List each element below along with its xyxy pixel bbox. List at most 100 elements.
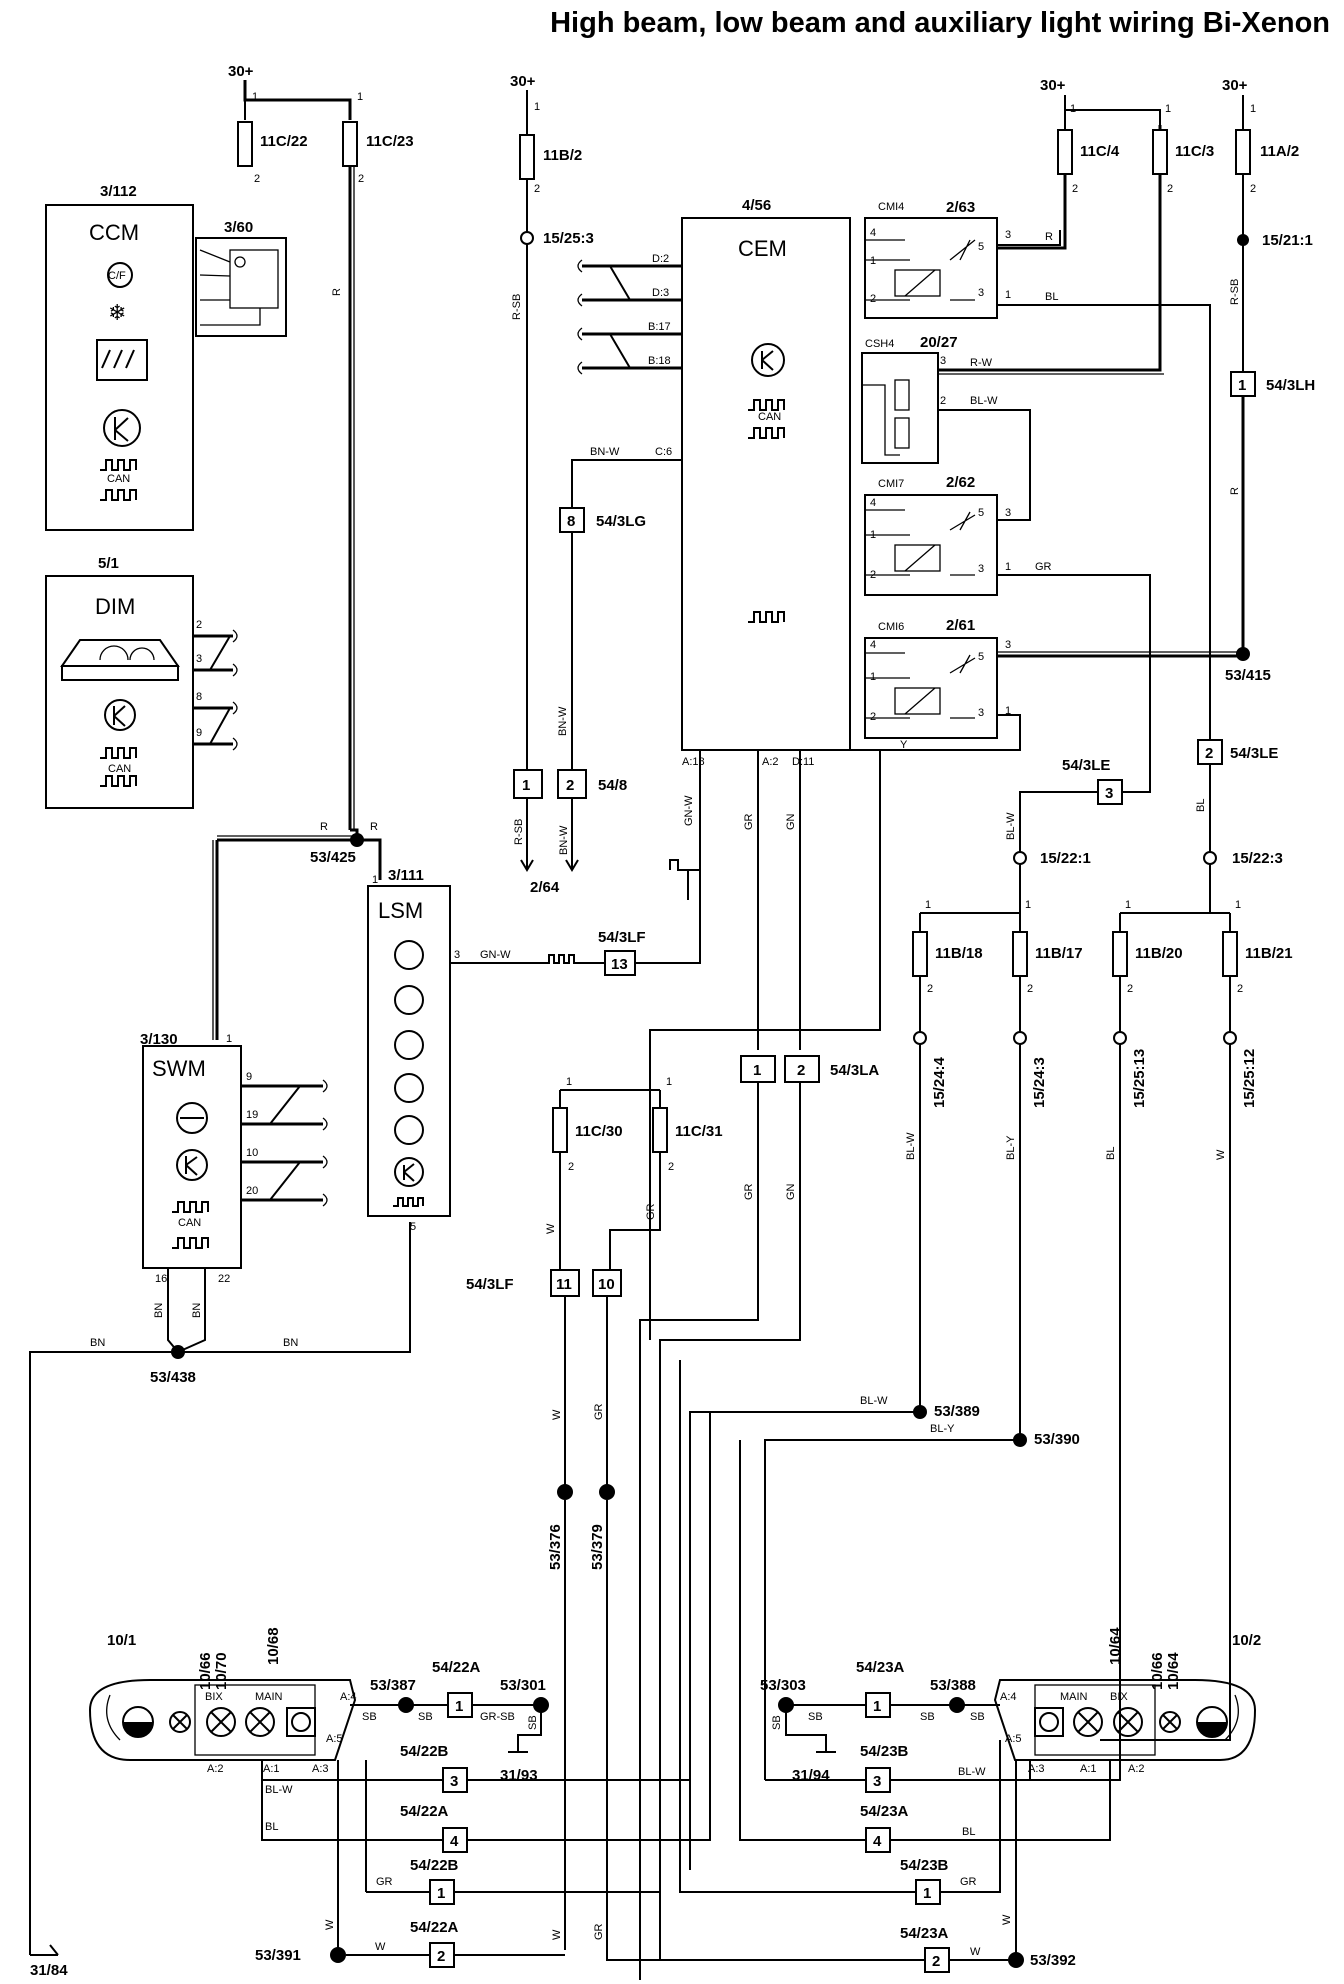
connector bbox=[592, 1269, 622, 1297]
svg-text:1: 1 bbox=[870, 529, 876, 541]
svg-text:A:5: A:5 bbox=[1005, 1733, 1022, 1745]
svg-text:A:4: A:4 bbox=[1000, 1691, 1017, 1703]
splice-dot bbox=[1008, 1952, 1024, 1968]
splice-dot bbox=[330, 1947, 346, 1963]
svg-text:1: 1 bbox=[873, 1698, 881, 1715]
svg-text:BN: BN bbox=[90, 1337, 105, 1349]
svg-text:GR: GR bbox=[1035, 561, 1052, 573]
svg-text:11C/4: 11C/4 bbox=[1080, 143, 1120, 160]
svg-text:4: 4 bbox=[450, 1833, 459, 1850]
svg-text:10/64: 10/64 bbox=[1107, 1627, 1124, 1665]
svg-text:9: 9 bbox=[196, 727, 202, 739]
svg-text:5: 5 bbox=[410, 1221, 416, 1233]
svg-text:3: 3 bbox=[978, 287, 984, 299]
svg-text:R-SB: R-SB bbox=[511, 294, 523, 320]
svg-text:2: 2 bbox=[437, 1948, 445, 1965]
svg-text:53/392: 53/392 bbox=[1030, 1952, 1076, 1969]
svg-text:BN-W: BN-W bbox=[558, 825, 570, 855]
svg-text:53/387: 53/387 bbox=[370, 1677, 416, 1694]
svg-text:11C/23: 11C/23 bbox=[366, 133, 414, 150]
svg-text:3: 3 bbox=[454, 949, 460, 961]
svg-text:54/22B: 54/22B bbox=[400, 1743, 449, 1760]
svg-text:8: 8 bbox=[567, 513, 575, 530]
svg-text:8: 8 bbox=[196, 691, 202, 703]
svg-text:20/27: 20/27 bbox=[920, 334, 958, 351]
svg-text:3: 3 bbox=[1105, 785, 1113, 802]
svg-text:SB: SB bbox=[920, 1711, 935, 1723]
svg-text:1: 1 bbox=[437, 1885, 445, 1902]
svg-text:3: 3 bbox=[978, 707, 984, 719]
svg-text:BL-W: BL-W bbox=[970, 395, 998, 407]
svg-text:2: 2 bbox=[1027, 983, 1033, 995]
svg-text:A:1: A:1 bbox=[263, 1763, 280, 1775]
dim-name: DIM bbox=[95, 594, 135, 619]
fuse bbox=[519, 134, 535, 180]
svg-text:A:1: A:1 bbox=[1080, 1763, 1097, 1775]
svg-text:GN: GN bbox=[785, 1183, 797, 1200]
connector bbox=[784, 1055, 820, 1083]
connector bbox=[559, 507, 585, 533]
svg-text:GN-W: GN-W bbox=[480, 949, 511, 961]
svg-text:3/60: 3/60 bbox=[224, 219, 253, 236]
svg-text:54/3LE: 54/3LE bbox=[1062, 757, 1110, 774]
left-headlamp-housing bbox=[88, 1679, 357, 1761]
svg-text:R-SB: R-SB bbox=[1229, 279, 1241, 305]
svg-text:54/22A: 54/22A bbox=[410, 1919, 459, 1936]
svg-text:2: 2 bbox=[870, 293, 876, 305]
svg-text:16: 16 bbox=[155, 1273, 167, 1285]
svg-text:GN: GN bbox=[785, 813, 797, 830]
relay bbox=[864, 217, 998, 319]
svg-text:10: 10 bbox=[246, 1147, 258, 1159]
svg-text:1: 1 bbox=[870, 671, 876, 683]
svg-text:MAIN: MAIN bbox=[1060, 1691, 1088, 1703]
swm-name: SWM bbox=[152, 1056, 206, 1081]
svg-text:R: R bbox=[1229, 487, 1241, 495]
svg-text:54/23A: 54/23A bbox=[860, 1803, 909, 1820]
svg-text:3: 3 bbox=[978, 563, 984, 575]
svg-text:1: 1 bbox=[1125, 899, 1131, 911]
svg-text:11: 11 bbox=[556, 1276, 572, 1293]
fuse bbox=[652, 1107, 668, 1153]
rear-defrost-icon bbox=[96, 339, 148, 381]
svg-text:R: R bbox=[370, 821, 378, 833]
svg-text:CAN: CAN bbox=[107, 473, 130, 485]
svg-text:11B/18: 11B/18 bbox=[935, 945, 983, 962]
svg-text:BN-W: BN-W bbox=[557, 706, 569, 736]
svg-text:C:6: C:6 bbox=[655, 446, 672, 458]
connector bbox=[1197, 739, 1223, 765]
svg-text:MAIN: MAIN bbox=[255, 1691, 283, 1703]
svg-text:54/23A: 54/23A bbox=[900, 1925, 949, 1942]
svg-text:15/25:12: 15/25:12 bbox=[1241, 1049, 1258, 1108]
svg-text:2/63: 2/63 bbox=[946, 199, 975, 216]
svg-text:1: 1 bbox=[1250, 103, 1256, 115]
svg-text:2: 2 bbox=[566, 777, 574, 794]
diagram-title: High beam, low beam and auxiliary light … bbox=[550, 7, 1330, 39]
svg-text:54/22B: 54/22B bbox=[410, 1857, 459, 1874]
svg-text:1: 1 bbox=[1238, 377, 1246, 394]
svg-text:5/1: 5/1 bbox=[98, 555, 119, 572]
svg-text:1: 1 bbox=[923, 1885, 931, 1902]
svg-text:W: W bbox=[551, 1929, 563, 1940]
svg-text:CSH4: CSH4 bbox=[865, 338, 894, 350]
svg-text:BL-Y: BL-Y bbox=[1005, 1135, 1017, 1160]
svg-text:53/303: 53/303 bbox=[760, 1677, 806, 1694]
svg-text:BIX: BIX bbox=[205, 1691, 223, 1703]
svg-text:54/3LH: 54/3LH bbox=[1266, 377, 1315, 394]
svg-text:W: W bbox=[970, 1946, 981, 1958]
svg-text:D:11: D:11 bbox=[792, 756, 814, 768]
fuse bbox=[237, 121, 253, 167]
svg-text:53/379: 53/379 bbox=[589, 1524, 606, 1570]
svg-text:2/62: 2/62 bbox=[946, 474, 975, 491]
svg-text:4: 4 bbox=[870, 639, 876, 651]
connector bbox=[1230, 371, 1256, 397]
svg-text:1: 1 bbox=[1005, 289, 1011, 301]
svg-text:11C/3: 11C/3 bbox=[1175, 143, 1214, 160]
svg-text:54/8: 54/8 bbox=[598, 777, 627, 794]
label-30plus: 30+ bbox=[228, 63, 254, 80]
svg-text:54/22A: 54/22A bbox=[400, 1803, 449, 1820]
svg-text:BL-W: BL-W bbox=[958, 1766, 986, 1778]
svg-text:1: 1 bbox=[1005, 561, 1011, 573]
svg-text:A:2: A:2 bbox=[207, 1763, 224, 1775]
svg-text:BN: BN bbox=[191, 1303, 203, 1318]
